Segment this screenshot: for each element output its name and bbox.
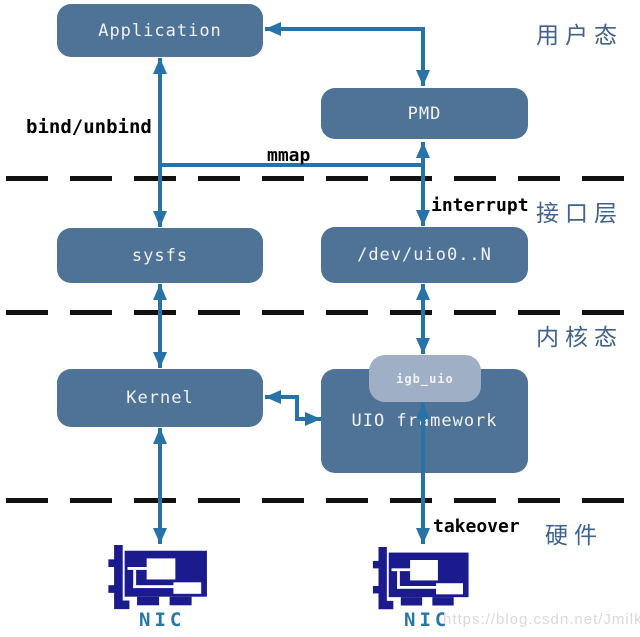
arrow-kernel-uioframework [265, 395, 321, 421]
layer-separator-user-interface [6, 176, 636, 181]
takeover-label: takeover [433, 516, 520, 537]
layer-label-kernel-mode: 内核态 [536, 324, 623, 350]
arrow-application-pmd [265, 27, 425, 86]
nic-left-icon [108, 545, 207, 610]
kernel-box: Kernel [57, 369, 263, 427]
dev-uio-box: /dev/uio0..N [321, 227, 528, 283]
layer-label-user-mode: 用户态 [536, 22, 623, 48]
layer-label-hardware: 硬件 [545, 522, 603, 548]
layer-separator-kernel-hardware [6, 498, 636, 503]
sysfs-box: sysfs [57, 228, 263, 283]
nic-right-label: NIC [404, 609, 451, 631]
layer-label-interface: 接口层 [536, 200, 623, 226]
igb-uio-box: igb_uio [369, 355, 481, 402]
mmap-label: mmap [267, 145, 311, 166]
nic-right-icon [372, 547, 469, 610]
pmd-box: PMD [321, 88, 528, 139]
watermark: https://blog.csdn.net/Jmilk [443, 611, 640, 628]
nic-left-label: NIC [139, 609, 186, 631]
bind-unbind-label: bind/unbind [26, 116, 152, 138]
layer-separator-interface-kernel [6, 310, 636, 315]
interrupt-label: interrupt [431, 195, 529, 216]
application-box: Application [57, 4, 263, 57]
